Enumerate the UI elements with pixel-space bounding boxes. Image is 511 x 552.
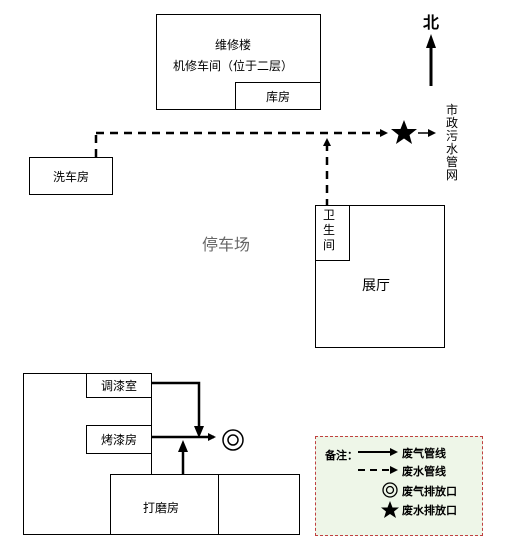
maintenance-title: 维修楼 <box>215 38 252 52</box>
baking-room: 烤漆房 <box>86 425 152 454</box>
north-label: 北 <box>423 13 440 32</box>
toilet-room <box>315 205 350 261</box>
grinding-room <box>110 474 300 535</box>
legend-star-icon <box>381 501 399 518</box>
baking-label: 烤漆房 <box>100 433 137 447</box>
maintenance-subtitle: 机修车间（位于二层） <box>173 59 294 73</box>
legend-item-wastewater-outlet: 废水排放口 <box>402 504 457 517</box>
warehouse-room: 库房 <box>235 82 321 110</box>
legend-item-exhaust-line: 废气管线 <box>402 447 446 460</box>
painting-room: 调漆室 <box>86 373 152 398</box>
painting-label: 调漆室 <box>100 379 137 393</box>
car-wash-room: 洗车房 <box>29 157 113 195</box>
legend: 备注： 废气管线 废水管线 废气排放口 废水排放口 <box>315 436 483 536</box>
exhaust-line-painting <box>150 381 201 430</box>
grinding-divider <box>218 474 219 535</box>
car-wash-label: 洗车房 <box>52 169 89 184</box>
showroom-label: 展厅 <box>362 278 390 294</box>
legend-item-exhaust-outlet: 废气排放口 <box>402 485 457 498</box>
legend-title: 备注： <box>325 449 358 462</box>
parking-label: 停车场 <box>202 235 251 254</box>
wastewater-outlet-star-icon <box>391 120 417 144</box>
toilet-label: 卫生间 <box>323 208 336 252</box>
legend-double-circle-icon <box>382 482 398 498</box>
warehouse-label: 库房 <box>265 89 290 104</box>
legend-item-wastewater-line: 废水管线 <box>402 465 446 478</box>
grinding-label: 打磨房 <box>143 501 180 515</box>
legend-symbols <box>358 448 399 518</box>
municipal-sewer-label: 市政污水管网 <box>446 103 459 182</box>
exhaust-outlet-icon <box>222 429 244 451</box>
